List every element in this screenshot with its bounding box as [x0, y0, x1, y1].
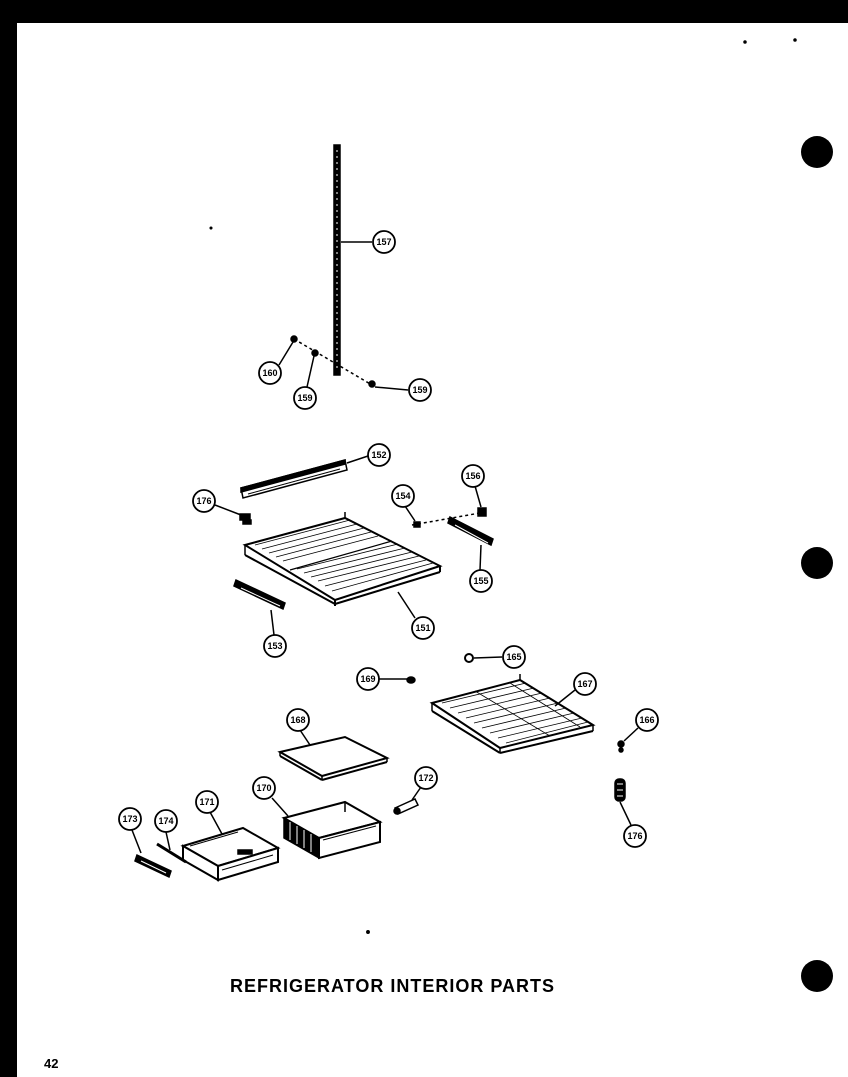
part-152-rear-rail	[240, 459, 348, 499]
part-153-front-bracket	[233, 578, 286, 611]
svg-text:155: 155	[473, 576, 488, 586]
binder-hole-bottom	[801, 960, 833, 992]
callout-172: 172	[414, 766, 438, 790]
leader-173	[131, 829, 142, 854]
part-176-clip-upper	[239, 513, 252, 525]
svg-text:168: 168	[290, 715, 305, 725]
callout-159-left: 159	[293, 386, 317, 410]
callout-155: 155	[469, 569, 493, 593]
leader-168	[299, 729, 311, 746]
leader-176-upper	[214, 504, 242, 516]
diagram-title: REFRIGERATOR INTERIOR PARTS	[230, 976, 556, 996]
leader-153	[270, 609, 275, 636]
leader-151	[397, 591, 416, 619]
callout-154: 154	[391, 484, 415, 508]
svg-text:154: 154	[395, 491, 410, 501]
svg-text:169: 169	[360, 674, 375, 684]
part-165-clip	[464, 653, 474, 663]
callout-171: 171	[195, 790, 219, 814]
svg-text:170: 170	[256, 783, 271, 793]
leader-155	[479, 544, 482, 571]
part-169-clip	[406, 676, 416, 684]
part-155-side-bracket	[447, 515, 494, 547]
speck	[743, 40, 747, 44]
leader-171	[209, 811, 223, 835]
svg-text:174: 174	[158, 816, 173, 826]
svg-text:157: 157	[376, 237, 391, 247]
svg-text:159: 159	[412, 385, 427, 395]
svg-text:176: 176	[627, 831, 642, 841]
callout-153: 153	[263, 634, 287, 658]
svg-text:176: 176	[196, 496, 211, 506]
part-168-crisper-cover	[277, 735, 390, 781]
part-156-fastener	[477, 507, 487, 517]
svg-text:151: 151	[415, 623, 430, 633]
leader-172	[411, 786, 422, 801]
part-160-159-screws	[290, 335, 376, 388]
svg-text:152: 152	[371, 450, 386, 460]
leader-167	[554, 689, 576, 707]
callout-174: 174	[154, 809, 178, 833]
part-176-roller	[614, 778, 626, 802]
part-171-drawer	[180, 826, 281, 882]
leader-159-right	[374, 386, 409, 391]
leader-160	[278, 341, 294, 366]
part-170-crisper-drawer	[281, 800, 383, 860]
part-173-drawer-slide	[134, 853, 172, 879]
svg-text:172: 172	[418, 773, 433, 783]
part-167-lower-wire-shelf	[429, 674, 596, 754]
leader-156	[474, 485, 482, 508]
callout-152: 152	[367, 443, 391, 467]
svg-text:166: 166	[639, 715, 654, 725]
leader-176-lower	[619, 801, 632, 826]
callout-169: 169	[356, 667, 380, 691]
svg-text:171: 171	[199, 797, 214, 807]
callout-176-lower: 176	[623, 824, 647, 848]
callout-165: 165	[502, 645, 526, 669]
leader-152	[346, 455, 369, 464]
binder-hole-top	[801, 136, 833, 168]
callout-173: 173	[118, 807, 142, 831]
svg-text:167: 167	[577, 679, 592, 689]
svg-text:160: 160	[262, 368, 277, 378]
callout-157: 157	[372, 230, 396, 254]
part-151-wire-shelf	[242, 512, 443, 606]
leader-166	[623, 727, 639, 742]
leader-170	[271, 797, 289, 817]
callout-167: 167	[573, 672, 597, 696]
part-172-axle	[393, 798, 420, 815]
page-number: 42	[44, 1056, 59, 1071]
callout-151: 151	[411, 616, 435, 640]
callout-160: 160	[258, 361, 282, 385]
callout-170: 170	[252, 776, 276, 800]
leader-165	[473, 656, 503, 659]
leader-174	[165, 831, 171, 851]
leader-159-left	[306, 355, 315, 388]
svg-text:173: 173	[122, 814, 137, 824]
part-166-clip	[617, 740, 625, 753]
drawing-sheet	[17, 23, 848, 1077]
callout-168: 168	[286, 708, 310, 732]
part-174-drawer-guide	[156, 842, 187, 864]
speck	[793, 38, 797, 42]
part-154-screw	[411, 512, 481, 528]
speck	[366, 930, 370, 934]
callout-166: 166	[635, 708, 659, 732]
callout-156: 156	[461, 464, 485, 488]
binder-hole-middle	[801, 547, 833, 579]
svg-text:156: 156	[465, 471, 480, 481]
svg-text:153: 153	[267, 641, 282, 651]
callout-159-right: 159	[408, 378, 432, 402]
speck	[209, 226, 213, 230]
svg-text:165: 165	[506, 652, 521, 662]
callout-176-upper: 176	[192, 489, 216, 513]
leader-154	[404, 505, 416, 522]
part-157-vertical-rail	[333, 144, 341, 376]
svg-text:159: 159	[297, 393, 312, 403]
